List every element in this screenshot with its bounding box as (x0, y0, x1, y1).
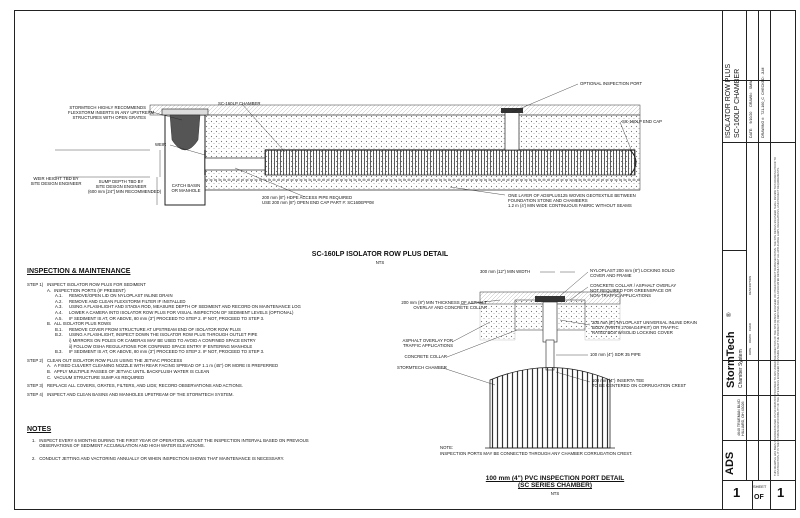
callout-sump-depth: SUMP DEPTH TBD BY SITE DESIGN ENGINEER (… (88, 179, 162, 195)
callout-optional-port: OPTIONAL INSPECTION PORT (580, 81, 643, 86)
detail2-scale: NTS (550, 491, 560, 496)
inspection-heading: INSPECTION & MAINTENANCE (27, 268, 131, 275)
notes-heading: NOTES (27, 426, 52, 433)
callout-collar-overlay: CONCRETE COLLAR / ASPHALT OVERLAY NOT RE… (590, 283, 677, 299)
rev-header-drwn: DRWN (748, 334, 752, 343)
sheet-total: 1 (777, 485, 785, 500)
note-label: NOTE: (440, 445, 454, 450)
callout-geotextile: ONE LAYER OF ADSPLUS125 WOVEN GEOTEXTILE… (508, 193, 636, 209)
drawing-number-field: DRAWING #: 721-160_C CHECKED: JLM (761, 67, 765, 138)
note-1: 1. INSPECT EVERY 6 MONTHS DURING THE FIR… (32, 438, 309, 449)
sheet-number: 1 (733, 485, 741, 500)
ads-address: 4640 TRUEMAN BLVD HILLIARD, OH 43026 (737, 399, 746, 436)
callout-hdpe-pipe: 200 mm (8") HDPE ACCESS PIPE REQUIRED US… (262, 195, 374, 206)
stormtech-brand: StormTech (725, 331, 737, 388)
ads-logo: ADS (724, 451, 736, 475)
callout-asphalt-overlay: ASPHALT OVERLAY FOR TRAFFIC APPLICATIONS (402, 338, 453, 349)
callout-inline-drain: 200 mm (8") NYLOPLAST UNIVERSAL INLINE D… (592, 320, 697, 336)
callout-stormtech-recommends: STORMTECH HIGHLY RECOMMENDS FLEXSTORM IN… (68, 105, 155, 121)
project-title: ISOLATOR ROW PLUS SC-160LP CHAMBER (725, 63, 741, 138)
sheet-label: SHEET (753, 484, 767, 489)
callout-sdr-pipe: 100 mm (4") SDR 35 PIPE (590, 352, 641, 357)
detail2-subtitle: (SC SERIES CHAMBER) (517, 482, 593, 489)
callout-min-width: 300 mm (12") MIN WIDTH (480, 269, 531, 274)
callout-insert-tee: 100 mm (4") INSERTA TEE TO BE CENTERED O… (592, 378, 687, 389)
callout-stormtech-chamber: STORMTECH CHAMBER (397, 365, 447, 370)
note-2: 2. CONDUCT JETTING AND VACTORING ANNUALL… (32, 456, 285, 461)
rev-header-date: DATE (748, 347, 752, 355)
stormtech-brand-sub: Chamber System (738, 349, 744, 388)
sheet-of: OF (754, 494, 764, 501)
callout-end-cap: SC-160LP END CAP (622, 119, 663, 124)
detail2-title: 100 mm (4") PVC INSPECTION PORT DETAIL (485, 475, 625, 482)
detail1-scale: NTS (375, 260, 385, 265)
drawing-frame (14, 10, 796, 510)
legal-text: THIS DRAWING HAS BEEN PREPARED BASED ON … (774, 157, 781, 476)
callout-catch-basin: CATCH BASIN OR MANHOLE (171, 183, 201, 194)
callout-thickness: 200 mm (8") MIN THICKNESS OF ASPHALT OVE… (401, 300, 487, 311)
rev-header-description: DESCRIPTION (748, 275, 752, 295)
note-text: INSPECTION PORTS MAY BE CONNECTED THROUG… (440, 451, 633, 456)
date-field: DATE: 9/10/20 DRAWN: SMW (749, 80, 753, 138)
callout-weir: WEIR (155, 142, 167, 147)
callout-sc160lp-chamber: SC-160LP CHAMBER (218, 101, 261, 106)
detail1-title: SC-160LP ISOLATOR ROW PLUS DETAIL (311, 251, 449, 258)
callout-weir-height: WEIR HEIGHT TBD BY SITE DESIGN ENGINEER (30, 176, 82, 187)
callout-concrete-collar: CONCRETE COLLAR (404, 354, 448, 359)
rev-header-chkd: CHKD (748, 323, 752, 331)
callout-nyloplast-cover: NYLOPLAST 200 mm (8") LOCKING SOLID COVE… (590, 268, 675, 279)
registered-mark: ® (727, 312, 733, 317)
